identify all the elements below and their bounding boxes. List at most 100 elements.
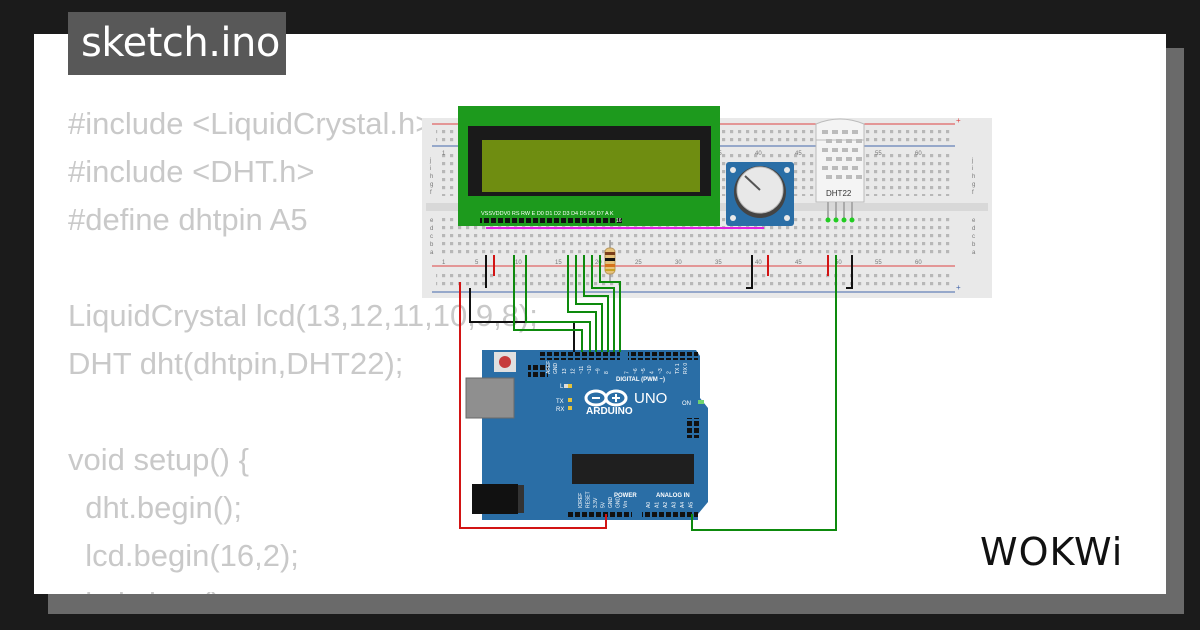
resistor	[604, 240, 616, 282]
analog-pin-label: A5	[689, 502, 695, 508]
analog-pin-label: A2	[663, 502, 669, 508]
dht22-sensor: DHT22	[815, 118, 865, 223]
dht-grille-slot	[852, 130, 858, 134]
breadboard-column-number: 35	[715, 260, 722, 266]
arduino-logo	[584, 389, 628, 407]
breadboard-row-letter: h	[430, 174, 433, 180]
dht-grille-slot	[822, 130, 828, 134]
breadboard-row-letter: a	[430, 250, 434, 256]
dht-grille-slot	[856, 175, 862, 179]
dht-grille-slot	[826, 157, 832, 161]
code-line: LiquidCrystal lcd(13,12,11,10,9,8);	[68, 298, 538, 333]
analog-pin-label: A0	[646, 502, 652, 508]
potentiometer	[726, 162, 794, 226]
breadboard-row-letter: h	[972, 174, 975, 180]
digital-header-label: DIGITAL (PWM ~)	[616, 377, 665, 383]
dht-grille-slot	[852, 148, 858, 152]
dht-grille-slot	[832, 166, 838, 170]
breadboard-column-number: 55	[875, 151, 882, 157]
breadboard-row-letter: g	[430, 182, 433, 188]
analog-pin-label: A3	[672, 502, 678, 508]
code-line: #include <DHT.h>	[68, 154, 315, 189]
code-line: #include <LiquidCrystal.h>	[68, 106, 434, 141]
lcd-display: VSSVDDV0 RS RW E D0 D1 D2 D3 D4 D5 D6 D7…	[458, 106, 720, 226]
dht-grille-slot	[836, 175, 842, 179]
sketch-title: sketch.ino	[68, 12, 286, 75]
breadboard-row-letter: a	[972, 250, 976, 256]
breadboard-row-letter: j	[971, 158, 973, 164]
code-line: #define dhtpin A5	[68, 202, 308, 237]
code-line: DHT dht(dhtpin,DHT22);	[68, 346, 404, 381]
breadboard-column-number: 45	[795, 260, 802, 266]
power-pin-label: GND	[608, 497, 614, 509]
breadboard-row-letter: d	[972, 226, 975, 232]
dht-label: DHT22	[826, 189, 852, 198]
wire-d13	[513, 255, 583, 352]
digital-pin-label: 4	[650, 371, 656, 374]
wokwi-logo: WOKWi	[978, 523, 1148, 578]
digital-pin-label: ~6	[633, 368, 639, 374]
breadboard-jumpers	[485, 255, 853, 289]
breadboard-row-letter: c	[972, 234, 975, 240]
wire-d8	[591, 255, 615, 352]
digital-pin-label: 12	[570, 368, 576, 374]
wire-d11	[567, 255, 597, 352]
breadboard-column-number: 20	[595, 260, 602, 266]
code-preview: #include <LiquidCrystal.h> #include <DHT.…	[68, 100, 538, 594]
analog-header-label: ANALOG IN	[656, 493, 690, 499]
dht-grille-slot	[846, 175, 852, 179]
usb-port	[465, 377, 515, 419]
arduino-brand: ARDUINO	[586, 406, 633, 417]
wire-d12	[525, 255, 591, 352]
dht-grille-slot	[832, 130, 838, 134]
breadboard-row-letter: b	[430, 242, 434, 248]
digital-pin-label: 2	[666, 371, 672, 374]
code-line: lcd.begin(16,2);	[68, 538, 299, 573]
digital-pin-label: TX 1	[675, 363, 681, 374]
microcontroller-chip	[572, 454, 694, 484]
breadboard-row-letter: f	[430, 190, 432, 196]
led-l-label: L	[560, 384, 564, 390]
dht-grille-slot	[856, 157, 862, 161]
reset-button	[499, 356, 511, 368]
dht-grille-slot	[832, 148, 838, 152]
aref-pin-label: AREF	[546, 361, 552, 374]
breadboard-row-letter: d	[430, 226, 433, 232]
svg-text:+: +	[956, 116, 961, 125]
dht-grille-slot	[842, 166, 848, 170]
wires	[459, 255, 837, 531]
digital-pin-label: RX 0	[683, 363, 689, 374]
dht-grille-slot	[822, 166, 828, 170]
gnd-pin-label: GND	[553, 363, 559, 375]
wire-5v	[459, 282, 607, 529]
code-line: lcd.clear();	[68, 580, 538, 594]
power-pin-label: 3.3V	[593, 497, 599, 508]
breadboard-column-number: 50	[835, 260, 842, 266]
breadboard-row-letter: j	[429, 158, 431, 164]
breadboard-row-letter: g	[972, 182, 975, 188]
led-on-label: ON	[682, 401, 691, 407]
breadboard-column-number: 5	[475, 260, 479, 266]
digital-pin-label: ~5	[641, 368, 647, 374]
power-jack	[472, 484, 518, 514]
wire-d8b	[599, 255, 621, 352]
digital-pin-label: 7	[624, 371, 630, 374]
dht-grille-slot	[852, 166, 858, 170]
lcd-pin-labels: VSSVDDV0 RS RW E D0 D1 D2 D3 D4 D5 D6 D7…	[481, 211, 614, 217]
arduino-uno-board: L TX RX ON ARDUINO UNO DIGITAL (PWM ~) P…	[465, 350, 708, 520]
lcd-pin-count: 16	[616, 218, 622, 224]
led-rx-label: RX	[556, 407, 564, 413]
analog-pin-label: A4	[680, 502, 686, 508]
breadboard-row-letter: c	[430, 234, 433, 240]
dht-grille-slot	[842, 148, 848, 152]
dht-grille-slot	[856, 139, 862, 143]
dht-grille-slot	[826, 139, 832, 143]
power-pin-label: IOREF	[578, 493, 584, 508]
dht-grille-slot	[836, 139, 842, 143]
digital-pin-label: 8	[604, 371, 610, 374]
breadboard-row-letter: e	[972, 218, 976, 224]
breadboard-column-number: 40	[755, 260, 762, 266]
breadboard-column-number: 25	[635, 260, 642, 266]
digital-pin-label: ~11	[579, 366, 585, 374]
